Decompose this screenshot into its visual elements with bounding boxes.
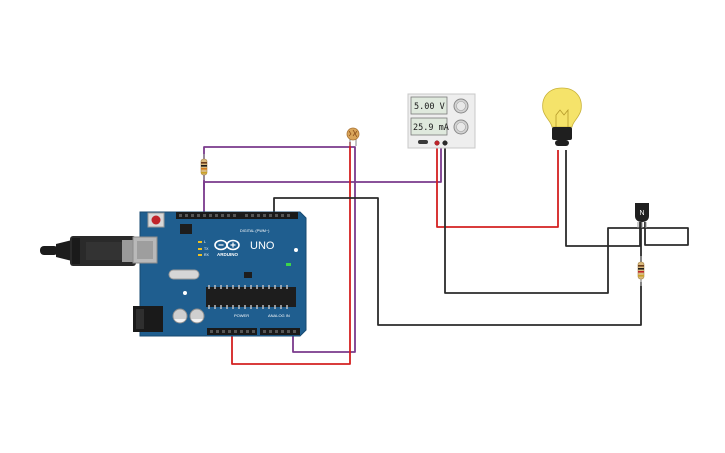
- mounting-hole: [294, 248, 298, 252]
- crystal: [168, 269, 200, 280]
- analog-header[interactable]: [260, 328, 300, 335]
- power-switch[interactable]: [418, 140, 428, 144]
- wire-purple-gnd-to-psu[interactable]: [203, 148, 442, 190]
- led-tx-label: TX: [204, 247, 209, 251]
- analog-header-label: ANALOG IN: [268, 313, 290, 318]
- led-rx: [198, 254, 202, 256]
- digital-header[interactable]: [176, 212, 298, 219]
- mounting-hole: [183, 291, 187, 295]
- arduino-brand-label: ARDUINO: [217, 252, 238, 257]
- led-tx: [198, 248, 202, 250]
- voltage-readout: 5.00 V: [414, 102, 445, 112]
- negative-terminal[interactable]: [442, 140, 448, 146]
- power-header-label: POWER: [234, 313, 249, 318]
- small-ic: [180, 224, 192, 234]
- capacitor: [172, 308, 188, 324]
- dc-jack: [133, 306, 163, 332]
- digital-header-label: DIGITAL (PWM~): [240, 229, 270, 233]
- capacitor: [189, 308, 205, 324]
- transistor-label: N: [639, 210, 644, 217]
- light-bulb-icon[interactable]: [542, 87, 582, 146]
- positive-terminal[interactable]: [434, 140, 440, 146]
- wire-black-psu-to-emitter[interactable]: [444, 148, 689, 294]
- current-readout: 25.9 mA: [413, 123, 449, 133]
- wire-red-psu-to-bulb[interactable]: [436, 148, 559, 228]
- power-supply-icon[interactable]: 5.00 V 25.9 mA: [407, 93, 476, 149]
- arduino-logo-icon: [214, 239, 240, 251]
- wire-purple-resistor-to-ldr[interactable]: [203, 146, 356, 353]
- wires: [203, 142, 689, 365]
- led-l: [198, 241, 202, 243]
- led-rx-label: RX: [204, 253, 210, 257]
- small-ic: [244, 272, 252, 278]
- usb-cable-icon[interactable]: [40, 236, 138, 266]
- power-header[interactable]: [207, 328, 257, 335]
- led-l-label: L: [204, 240, 206, 244]
- current-display: [410, 117, 448, 136]
- current-knob[interactable]: [453, 119, 469, 135]
- npn-transistor-icon[interactable]: N: [635, 203, 649, 228]
- voltage-display: [410, 96, 448, 115]
- arduino-uno-icon[interactable]: DIGITAL (PWM~) POWER ANALOG IN: [132, 211, 307, 337]
- resistor-icon[interactable]: [637, 256, 645, 286]
- wire-black-pin-to-base-resistor[interactable]: [273, 197, 642, 326]
- arduino-model-label: UNO: [250, 240, 275, 252]
- wire-red-ldr-to-5v[interactable]: [231, 142, 351, 365]
- wire-black-bulb-to-collector[interactable]: [565, 150, 641, 247]
- atmega-chip: [206, 285, 296, 309]
- led-on: [286, 263, 291, 266]
- usb-port-inner: [137, 241, 153, 259]
- reset-button[interactable]: [147, 212, 165, 228]
- photoresistor-icon[interactable]: [346, 127, 360, 146]
- resistor-icon[interactable]: [200, 154, 208, 180]
- voltage-knob[interactable]: [453, 98, 469, 114]
